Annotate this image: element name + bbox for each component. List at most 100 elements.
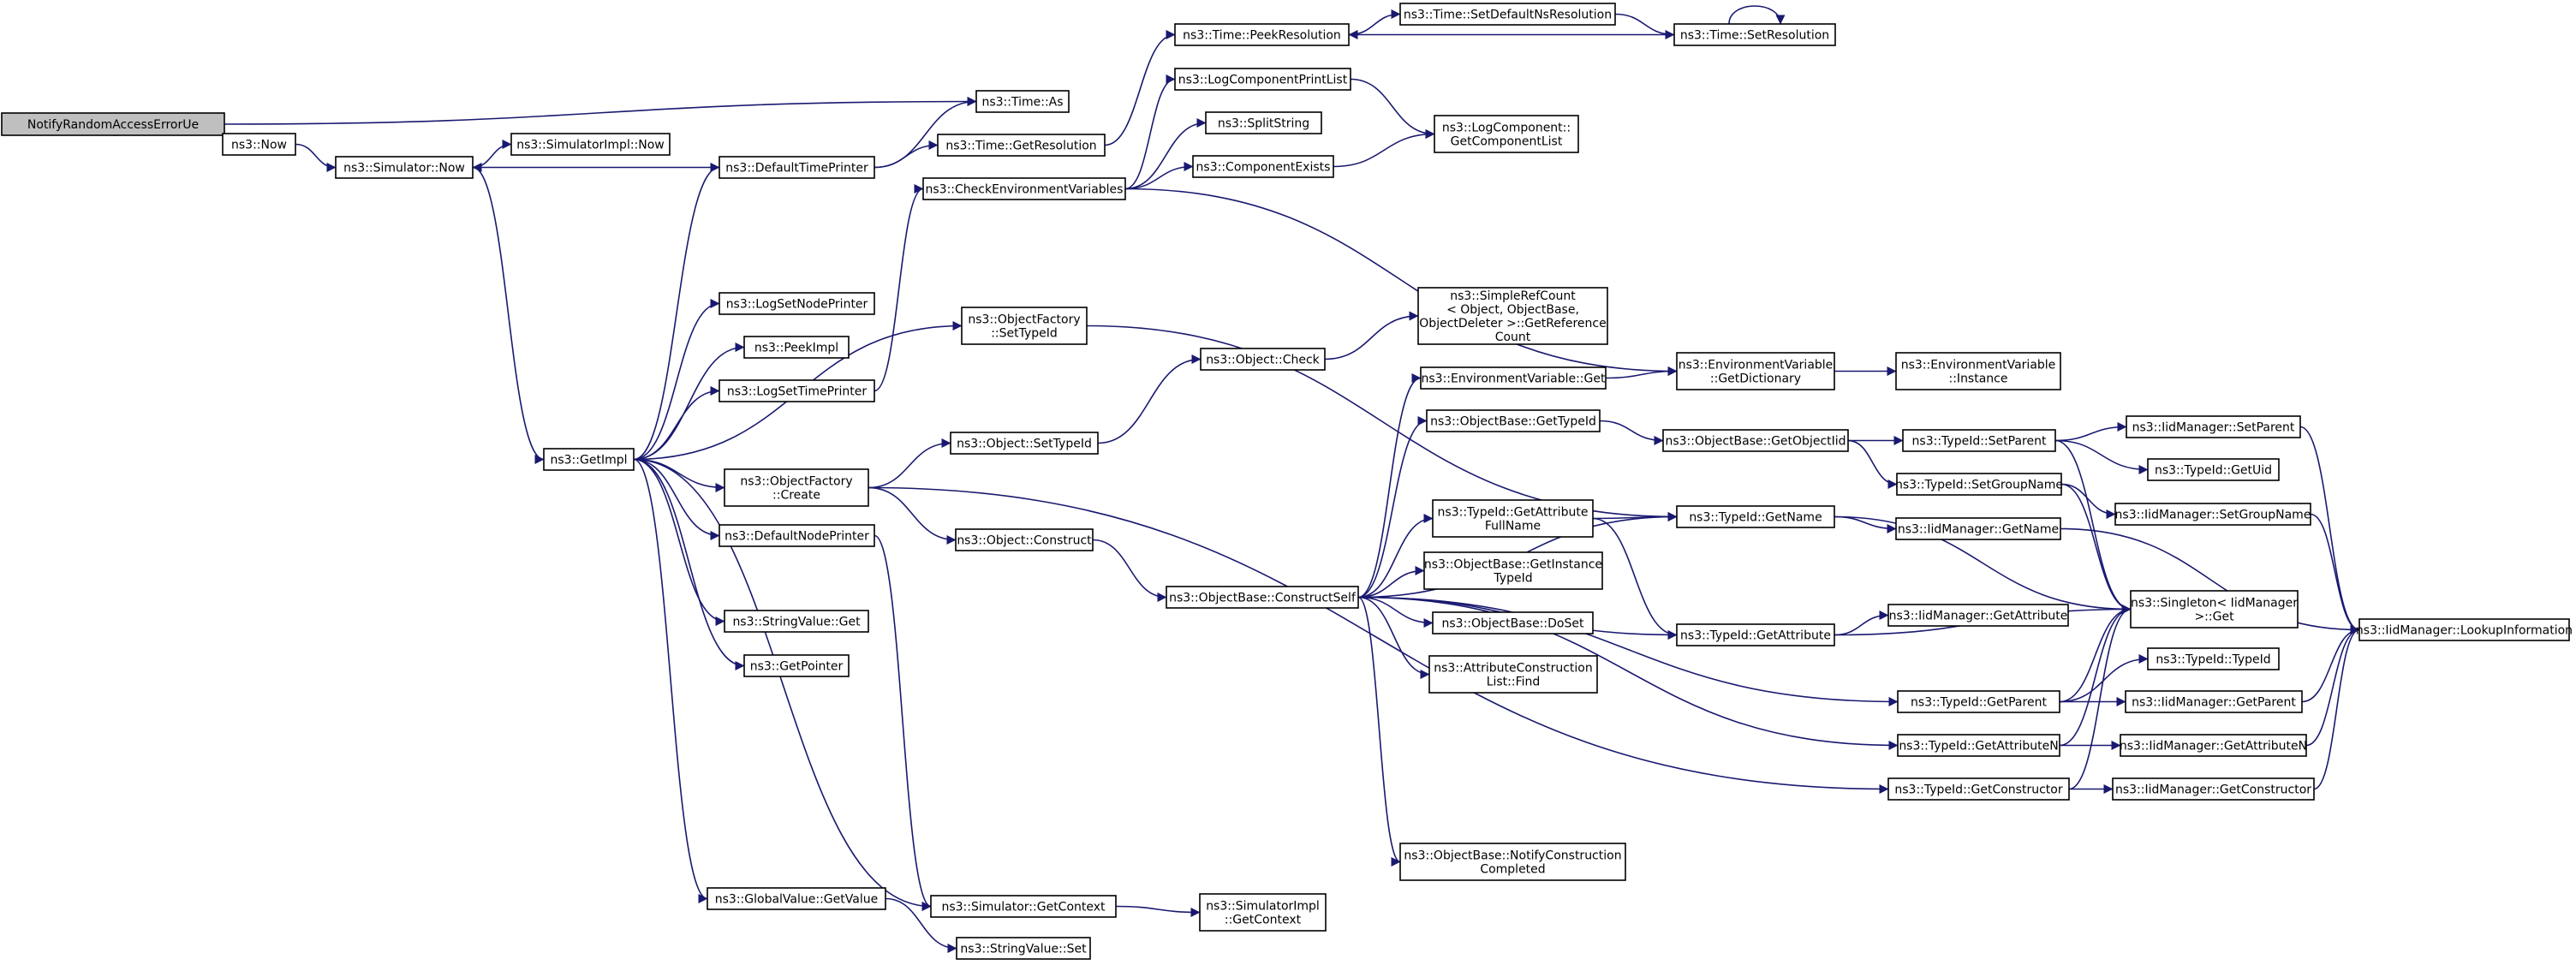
node-label: ns3::EnvironmentVariable	[1901, 359, 2056, 372]
graph-edge-setres-to-setres	[1728, 5, 1786, 25]
graph-node-iidgetparent[interactable]: ns3::IidManager::GetParent	[2125, 690, 2303, 713]
graph-node-tidtypeid[interactable]: ns3::TypeId::TypeId	[2147, 647, 2280, 670]
graph-edge-tidgetattrfullname-to-tidgetattr	[1592, 517, 1678, 640]
graph-node-tidsetparent[interactable]: ns3::TypeId::SetParent	[1902, 429, 2056, 452]
node-label: ns3::Time::GetResolution	[945, 140, 1096, 153]
node-label: ns3::Simulator::Now	[343, 162, 465, 176]
node-box	[1205, 111, 1322, 134]
graph-node-simgetcontext[interactable]: ns3::Simulator::GetContext	[930, 895, 1117, 918]
graph-node-iidgetattr[interactable]: ns3::IidManager::GetAttribute	[1887, 604, 2069, 627]
graph-node-now[interactable]: ns3::Now	[222, 133, 296, 156]
graph-node-iidgetconstructor[interactable]: ns3::IidManager::GetConstructor	[2112, 777, 2315, 801]
graph-node-stringvalueget[interactable]: ns3::StringValue::Get	[724, 610, 869, 633]
graph-node-setres[interactable]: ns3::Time::SetResolution	[1673, 23, 1836, 46]
node-label: ns3::LogComponent::	[1442, 122, 1571, 135]
graph-node-iidlookup[interactable]: ns3::IidManager::LookupInformation	[2356, 618, 2573, 641]
graph-node-getimpl[interactable]: ns3::GetImpl	[543, 448, 635, 471]
node-label: ns3::TypeId::GetAttribute	[1438, 506, 1589, 520]
graph-node-root[interactable]: NotifyRandomAccessErrorUe	[1, 112, 225, 136]
graph-node-ofsettypeid[interactable]: ns3::ObjectFactory::SetTypeId	[961, 307, 1088, 345]
nodes-layer: NotifyRandomAccessErrorUens3::Nowns3::Si…	[1, 3, 2573, 960]
graph-node-simnow[interactable]: ns3::Simulator::Now	[335, 156, 474, 179]
graph-edge-constructself-to-obgetinstancetypeid	[1357, 565, 1425, 599]
graph-node-singletonget[interactable]: ns3::Singleton< IidManager>::Get	[2130, 590, 2299, 628]
graph-node-setdefaultns[interactable]: ns3::Time::SetDefaultNsResolution	[1399, 3, 1616, 26]
graph-node-stringvalueset[interactable]: ns3::StringValue::Set	[956, 937, 1091, 960]
node-label: ns3::Time::PeekResolution	[1183, 29, 1341, 43]
graph-node-defaultnodeprinter[interactable]: ns3::DefaultNodePrinter	[719, 524, 875, 547]
graph-node-tidgetparent[interactable]: ns3::TypeId::GetParent	[1897, 690, 2060, 713]
graph-node-lognodeprinter[interactable]: ns3::LogSetNodePrinter	[719, 292, 875, 315]
graph-edge-tidsetgroupname-to-singletonget	[2060, 483, 2132, 615]
node-label: ns3::Object::Construct	[957, 534, 1092, 548]
graph-node-defaulttimeprinter[interactable]: ns3::DefaultTimePrinter	[719, 156, 875, 179]
graph-node-logsettimeprinter[interactable]: ns3::LogSetTimePrinter	[719, 379, 875, 402]
graph-node-tidgetattrn[interactable]: ns3::TypeId::GetAttributeN	[1897, 734, 2060, 757]
graph-node-obgetobjectiid[interactable]: ns3::ObjectBase::GetObjectIid	[1662, 429, 1849, 452]
graph-node-envgetdict[interactable]: ns3::EnvironmentVariable::GetDictionary	[1676, 352, 1835, 390]
graph-node-globalvalueget[interactable]: ns3::GlobalValue::GetValue	[707, 887, 886, 910]
graph-node-ofcreate[interactable]: ns3::ObjectFactory::Create	[724, 468, 869, 507]
graph-node-tidgetconstructor[interactable]: ns3::TypeId::GetConstructor	[1887, 777, 2070, 801]
node-label: ns3::Singleton< IidManager	[2131, 597, 2298, 611]
graph-edge-getimpl-to-getpointer	[633, 458, 745, 671]
graph-node-iidsetgroupname[interactable]: ns3::IidManager::SetGroupName	[2114, 503, 2311, 526]
graph-node-iidgetattrn[interactable]: ns3::IidManager::GetAttributeN	[2120, 734, 2307, 757]
node-box	[1676, 352, 1835, 390]
graph-edge-getimpl-to-defaultnodeprinter	[633, 458, 720, 541]
node-label: ns3::GetPointer	[750, 660, 844, 674]
graph-node-objcheck[interactable]: ns3::Object::Check	[1200, 348, 1326, 371]
graph-node-compexists[interactable]: ns3::ComponentExists	[1192, 155, 1334, 178]
graph-node-splitstring[interactable]: ns3::SplitString	[1205, 111, 1322, 134]
graph-edge-ofcreate-to-objconstruct	[868, 486, 957, 545]
graph-node-simplerefcount[interactable]: ns3::SimpleRefCount< Object, ObjectBase,…	[1417, 287, 1608, 345]
graph-edge-getimpl-to-defaulttimeprinter	[633, 162, 720, 461]
graph-node-envget[interactable]: ns3::EnvironmentVariable::Get	[1420, 366, 1607, 390]
graph-node-checkenv[interactable]: ns3::CheckEnvironmentVariables	[922, 177, 1126, 200]
node-label: ns3::ObjectBase::NotifyConstruction	[1404, 849, 1621, 863]
node-box	[1423, 551, 1603, 590]
node-label: ns3::IidManager::GetAttribute	[1889, 610, 2068, 623]
graph-node-iidgetname[interactable]: ns3::IidManager::GetName	[1895, 517, 2061, 540]
graph-node-obnotifyconst[interactable]: ns3::ObjectBase::NotifyConstructionCompl…	[1399, 843, 1626, 881]
node-label: ns3::DefaultNodePrinter	[724, 530, 869, 544]
node-label: ns3::TypeId::TypeId	[2156, 653, 2270, 667]
graph-edge-setdefaultns-to-setres	[1614, 13, 1675, 40]
graph-node-tidsetgroupname[interactable]: ns3::TypeId::SetGroupName	[1895, 473, 2063, 496]
graph-edge-checkenv-to-compexists	[1124, 161, 1194, 190]
graph-node-constructself[interactable]: ns3::ObjectBase::ConstructSelf	[1166, 586, 1359, 609]
graph-node-timeas[interactable]: ns3::Time::As	[975, 90, 1070, 113]
graph-node-obgettypeid[interactable]: ns3::ObjectBase::GetTypeId	[1426, 409, 1601, 432]
node-box	[1399, 3, 1616, 26]
graph-node-envinstance[interactable]: ns3::EnvironmentVariable::Instance	[1895, 352, 2061, 390]
graph-node-logcomplist[interactable]: ns3::LogComponentPrintList	[1174, 68, 1351, 91]
node-label: ns3::ObjectBase::ConstructSelf	[1169, 592, 1357, 605]
node-label: ns3::StringValue::Get	[732, 616, 861, 629]
graph-node-peekres[interactable]: ns3::Time::PeekResolution	[1174, 23, 1350, 46]
graph-node-obdoset[interactable]: ns3::ObjectBase::DoSet	[1432, 611, 1594, 634]
graph-node-tidgetname[interactable]: ns3::TypeId::GetName	[1676, 505, 1835, 528]
graph-edge-simgetcontext-to-simimplgetcontext	[1115, 905, 1201, 918]
graph-node-iidsetparent[interactable]: ns3::IidManager::SetParent	[2126, 415, 2301, 438]
node-label: ::Instance	[1949, 372, 2008, 386]
graph-node-tidgetattr[interactable]: ns3::TypeId::GetAttribute	[1676, 623, 1835, 646]
graph-node-simimplnow[interactable]: ns3::SimulatorImpl::Now	[510, 133, 671, 156]
graph-edge-tidgetparent-to-singletonget	[2059, 604, 2132, 703]
graph-node-getcomplist[interactable]: ns3::LogComponent::GetComponentList	[1434, 115, 1579, 153]
graph-node-tidgetuid[interactable]: ns3::TypeId::GetUid	[2147, 458, 2280, 481]
graph-node-timegetres[interactable]: ns3::Time::GetResolution	[937, 134, 1106, 157]
node-box	[2147, 647, 2280, 670]
graph-node-peekimpl[interactable]: ns3::PeekImpl	[743, 336, 850, 359]
node-label: Count	[1495, 331, 1531, 344]
graph-node-getpointer[interactable]: ns3::GetPointer	[743, 654, 850, 677]
graph-edge-ofcreate-to-objsettypeid	[868, 438, 951, 489]
graph-node-objconstruct[interactable]: ns3::Object::Construct	[955, 528, 1094, 551]
node-label: ::Create	[772, 489, 820, 503]
graph-node-simimplgetcontext[interactable]: ns3::SimulatorImpl::GetContext	[1199, 893, 1327, 932]
graph-edge-simnow-to-getimpl	[472, 166, 545, 465]
graph-edge-logcomplist-to-getcomplist	[1350, 78, 1435, 140]
graph-node-objsettypeid[interactable]: ns3::Object::SetTypeId	[950, 432, 1099, 455]
